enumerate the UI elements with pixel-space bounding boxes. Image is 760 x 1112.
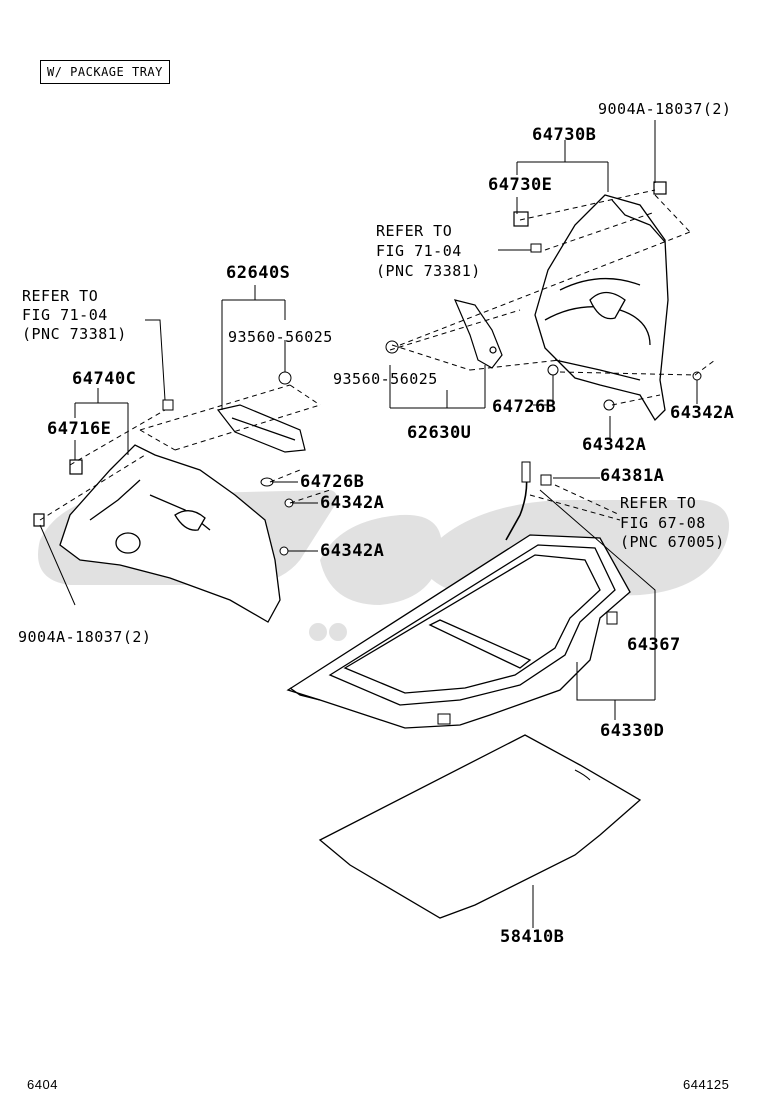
variant-note: W/ PACKAGE TRAY [40,60,170,84]
ref-right-line3: (PNC 67005) [620,533,725,551]
label-64716e: 64716E [47,419,112,439]
label-9004a-bottom: 9004A-18037(2) [18,628,152,646]
clip-9004a-bottom [33,513,45,527]
label-93560-left: 93560-56025 [228,328,333,346]
page-code: 6404 [27,1077,58,1092]
screw-93560-left [278,371,292,385]
ref-left-line2: FIG 71-04 [22,306,108,324]
tray-hook-side [606,611,618,625]
ref-right-line2: FIG 67-08 [620,514,706,532]
label-64740c: 64740C [72,369,137,389]
label-64381a: 64381A [600,466,665,486]
dashed-assembly-lines [39,189,716,521]
label-93560-right: 93560-56025 [333,370,438,388]
clip-64730e [513,211,529,227]
label-62630u: 62630U [407,423,472,443]
label-64342a-left1: 64342A [320,493,385,513]
leader-lines [39,120,698,928]
strap-end [521,461,531,483]
label-9004a-top: 9004A-18037(2) [598,100,732,118]
clip-64716e [69,459,83,475]
label-64342a-left2: 64342A [320,541,385,561]
clip-9004a-top [653,181,667,195]
ref-left-line1: REFER TO [22,287,99,305]
label-64367: 64367 [627,635,681,655]
clip-ref-left [162,399,174,411]
label-62640s: 62640S [226,263,291,283]
ref-left-line3: (PNC 73381) [22,325,127,343]
package-tray [286,534,631,729]
luggage-mat [318,734,642,919]
label-64726b-left: 64726B [300,472,365,492]
left-quarter-trim-panel [59,444,281,623]
label-64342a-right2: 64342A [582,435,647,455]
screw-93560-right [385,340,399,354]
ref-right-line1: REFER TO [620,494,697,512]
ref-mid-line1: REFER TO [376,222,453,240]
pin-64726b-right [547,364,559,376]
clip-64342a-left2 [279,546,289,556]
figure-code: 644125 [683,1077,730,1092]
clip-ref-mid [530,243,542,253]
clip-64342a-left1 [284,498,294,508]
clip-64381a [540,474,552,486]
left-bracket-62640s [216,404,306,453]
tray-hook-front [437,713,451,725]
right-bracket-62630u [453,299,503,369]
label-64730e: 64730E [488,175,553,195]
label-64730b: 64730B [532,125,597,145]
ref-mid-line3: (PNC 73381) [376,262,481,280]
right-quarter-trim-panel [534,194,669,422]
label-64330d: 64330D [600,721,665,741]
label-64342a-right1: 64342A [670,403,735,423]
ref-mid-line2: FIG 71-04 [376,242,462,260]
label-58410b: 58410B [500,927,565,947]
label-64726b-right: 64726B [492,397,557,417]
